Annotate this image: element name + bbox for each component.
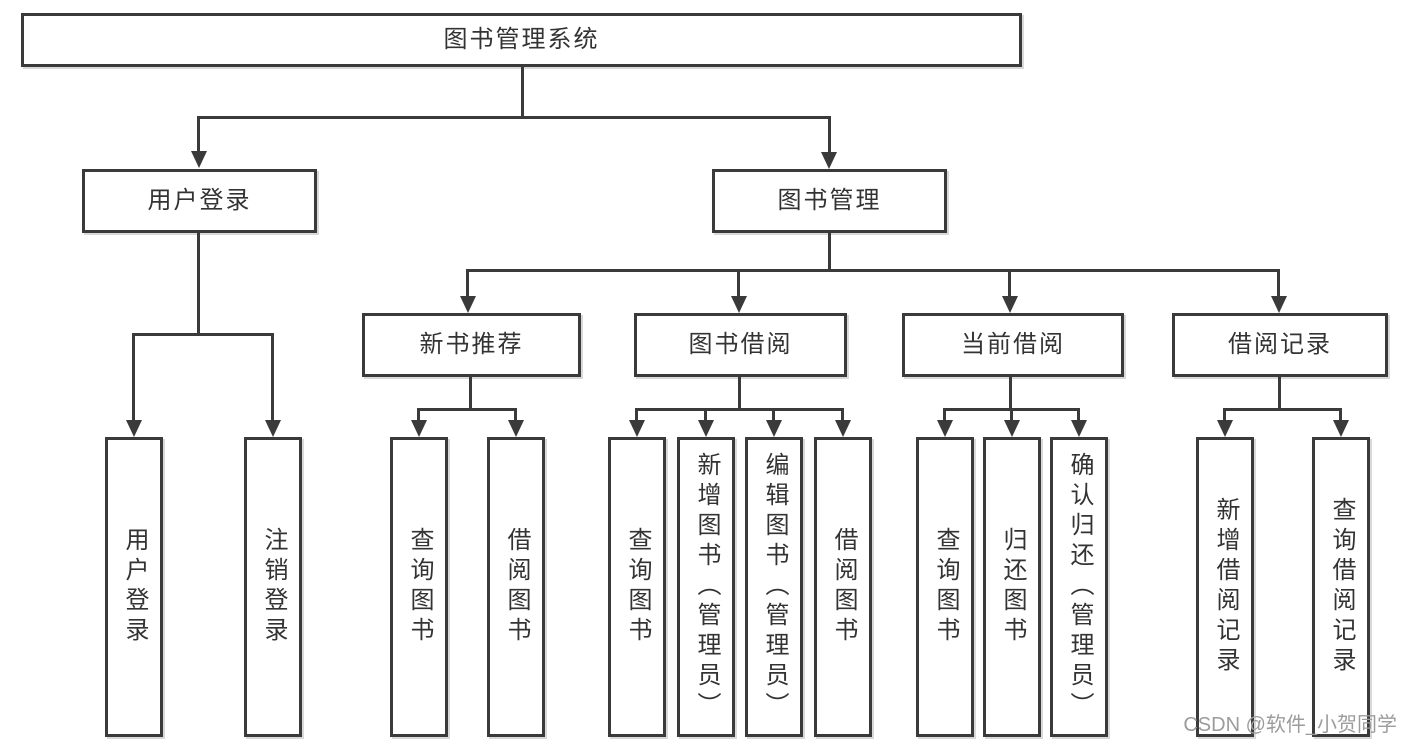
- leaf-query-books-borrowing-label: 查询图书: [624, 527, 651, 647]
- connector-line: [132, 333, 135, 422]
- connector-line: [1077, 408, 1080, 423]
- node-new-book-recommend-label: 新书推荐: [419, 331, 524, 358]
- connector-line: [772, 408, 775, 423]
- leaf-query-books-recommend-label: 查询图书: [406, 527, 433, 647]
- leaf-logout-label: 注销登录: [260, 527, 287, 647]
- node-user-login: 用户登录: [82, 169, 317, 233]
- connector-line: [1223, 408, 1226, 423]
- connector-line: [466, 269, 1280, 272]
- connector-line: [197, 233, 200, 336]
- leaf-add-borrow-record-label: 新增借阅记录: [1212, 497, 1239, 677]
- arrowhead-down: [937, 420, 953, 437]
- node-user-login-label: 用户登录: [147, 187, 252, 214]
- connector-line: [1278, 377, 1281, 411]
- node-book-borrowing-label: 图书借阅: [688, 331, 793, 358]
- node-library-system-label: 图书管理系统: [443, 26, 600, 53]
- arrowhead-down: [698, 420, 714, 437]
- leaf-borrow-books-recommend: 借阅图书: [487, 437, 545, 737]
- leaf-query-books-current-label: 查询图书: [932, 527, 959, 647]
- leaf-add-borrow-record: 新增借阅记录: [1196, 437, 1254, 737]
- connector-line: [132, 333, 274, 336]
- arrowhead-down: [835, 420, 851, 437]
- connector-line: [1008, 269, 1011, 298]
- connector-line: [417, 408, 420, 423]
- connector-line: [943, 408, 946, 423]
- leaf-return-books: 归还图书: [983, 437, 1041, 737]
- connector-line: [1010, 408, 1013, 423]
- leaf-borrow-books-recommend-label: 借阅图书: [503, 527, 530, 647]
- leaf-borrow-books-borrowing: 借阅图书: [814, 437, 872, 737]
- watermark: CSDN @软件_小贺同学: [1183, 714, 1397, 736]
- leaf-query-borrow-record: 查询借阅记录: [1312, 437, 1370, 737]
- connector-line: [1277, 269, 1280, 298]
- connector-line: [828, 116, 831, 153]
- leaf-query-borrow-record-label: 查询借阅记录: [1328, 497, 1355, 677]
- leaf-add-books-admin-label: 新增图书（管理员）: [693, 452, 720, 722]
- connector-line: [1009, 377, 1012, 411]
- connector-line: [737, 269, 740, 298]
- leaf-edit-books-admin: 编辑图书（管理员）: [745, 437, 803, 737]
- leaf-confirm-return-admin-label: 确认归还（管理员）: [1066, 452, 1093, 722]
- node-borrowing-records-label: 借阅记录: [1228, 331, 1332, 358]
- node-new-book-recommend: 新书推荐: [362, 313, 581, 377]
- leaf-user-login: 用户登录: [105, 437, 163, 737]
- arrowhead-down: [1217, 420, 1233, 437]
- leaf-borrow-books-borrowing-label: 借阅图书: [830, 527, 857, 647]
- leaf-add-books-admin: 新增图书（管理员）: [677, 437, 735, 737]
- leaf-confirm-return-admin: 确认归还（管理员）: [1050, 437, 1108, 737]
- node-book-management: 图书管理: [712, 169, 947, 233]
- arrowhead-down: [191, 151, 207, 168]
- leaf-logout: 注销登录: [244, 437, 302, 737]
- connector-line: [841, 408, 844, 423]
- connector-line: [1339, 408, 1342, 423]
- arrowhead-down: [1002, 296, 1018, 313]
- connector-line: [469, 377, 472, 411]
- arrowhead-down: [766, 420, 782, 437]
- node-library-system: 图书管理系统: [21, 13, 1022, 67]
- connector-line: [521, 67, 524, 119]
- node-book-borrowing: 图书借阅: [634, 313, 847, 377]
- leaf-query-books-recommend: 查询图书: [390, 437, 448, 737]
- leaf-user-login-label: 用户登录: [121, 527, 148, 647]
- node-borrowing-records: 借阅记录: [1172, 313, 1388, 377]
- arrowhead-down: [1333, 420, 1349, 437]
- leaf-edit-books-admin-label: 编辑图书（管理员）: [761, 452, 788, 722]
- connector-line: [1223, 408, 1342, 411]
- connector-line: [417, 408, 517, 411]
- connector-line: [828, 233, 831, 272]
- connector-line: [738, 377, 741, 411]
- connector-line: [514, 408, 517, 423]
- arrowhead-down: [126, 420, 142, 437]
- node-current-borrowing-label: 当前借阅: [961, 331, 1065, 358]
- arrowhead-down: [460, 296, 476, 313]
- arrowhead-down: [265, 420, 281, 437]
- leaf-return-books-label: 归还图书: [999, 527, 1026, 647]
- node-book-management-label: 图书管理: [777, 187, 882, 214]
- arrowhead-down: [1071, 420, 1087, 437]
- arrowhead-down: [821, 152, 837, 169]
- arrowhead-down: [731, 296, 747, 313]
- connector-line: [635, 408, 638, 423]
- leaf-query-books-current: 查询图书: [916, 437, 974, 737]
- connector-line: [704, 408, 707, 423]
- arrowhead-down: [411, 420, 427, 437]
- connector-line: [466, 269, 469, 298]
- arrowhead-down: [629, 420, 645, 437]
- node-current-borrowing: 当前借阅: [902, 313, 1124, 377]
- connector-line: [197, 116, 831, 119]
- leaf-query-books-borrowing: 查询图书: [608, 437, 666, 737]
- arrowhead-down: [1271, 296, 1287, 313]
- arrowhead-down: [508, 420, 524, 437]
- connector-line: [635, 408, 844, 411]
- connector-line: [271, 333, 274, 422]
- connector-line: [197, 116, 200, 153]
- arrowhead-down: [1004, 420, 1020, 437]
